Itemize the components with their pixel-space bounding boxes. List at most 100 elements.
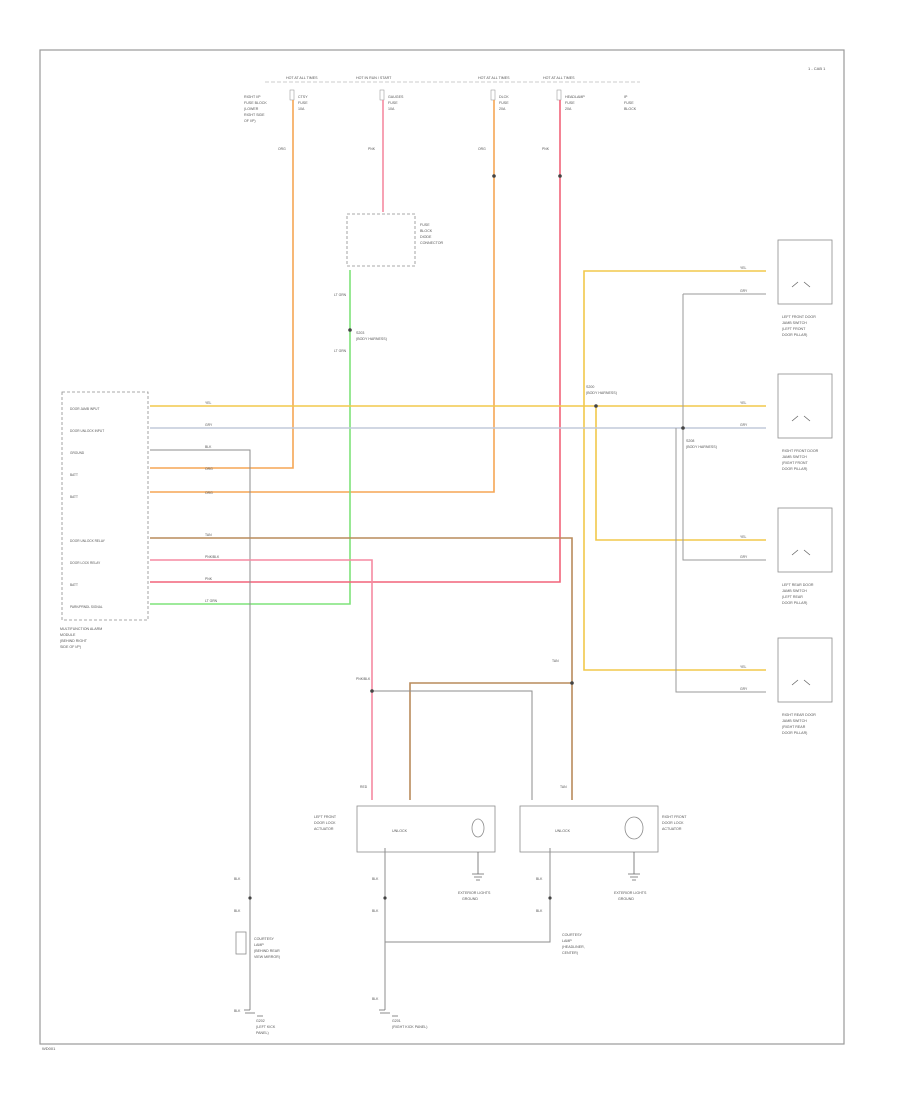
- wire-label: BLK: [536, 909, 543, 913]
- svg-text:MODULE: MODULE: [60, 633, 76, 637]
- exterior-lights-ground-left: EXTERIOR LIGHTS GROUND: [458, 852, 491, 901]
- wires: [150, 100, 766, 1010]
- svg-text:GROUND: GROUND: [618, 897, 634, 901]
- svg-text:G202: G202: [256, 1019, 265, 1023]
- svg-text:MULTIFUNCTION ALARM: MULTIFUNCTION ALARM: [60, 627, 102, 631]
- wire-label: YEL: [740, 266, 747, 270]
- wire-green-park: [150, 270, 351, 605]
- svg-text:S208: S208: [686, 439, 694, 443]
- wire-orange-ctsy: [150, 100, 294, 469]
- fuse-gauges: GAUGES FUSE 10A: [379, 89, 404, 111]
- fuse-left-note-2: FUSE BLOCK: [244, 101, 267, 105]
- wire-brown-cross: [409, 682, 572, 800]
- svg-text:(RIGHT KICK PANEL): (RIGHT KICK PANEL): [392, 1025, 427, 1029]
- wire-label: ORG: [278, 147, 286, 151]
- svg-text:EXTERIOR LIGHTS: EXTERIOR LIGHTS: [458, 891, 491, 895]
- wire-red-lock: [150, 559, 373, 800]
- wire-label: YEL: [740, 401, 747, 405]
- wire-actuator-ground: [384, 848, 551, 1010]
- wire-yellow-branch-mid: [595, 406, 766, 541]
- svg-text:COURTESY: COURTESY: [562, 933, 583, 937]
- fuse-ctsy: CTSY FUSE 10A: [289, 89, 308, 111]
- fuse-block: HOT AT ALL TIMES HOT IN RUN / START HOT …: [244, 76, 640, 123]
- wire-label: GRY: [740, 423, 748, 427]
- door-jamb-switch-lf: LEFT FRONT DOOR JAMB SWITCH (LEFT FRONT …: [777, 239, 833, 337]
- wire-label: PNK: [368, 147, 376, 151]
- fuse-block-diode: FUSE BLOCK DIODE CONNECTOR: [346, 213, 443, 267]
- fuse-title-1: HOT AT ALL TIMES: [286, 76, 318, 80]
- fuse-left-note-1: RIGHT I/P: [244, 95, 261, 99]
- svg-text:20A: 20A: [565, 107, 572, 111]
- svg-text:JAMB SWITCH: JAMB SWITCH: [782, 455, 807, 459]
- wire-label: ORG: [205, 491, 213, 495]
- svg-text:(LEFT KICK: (LEFT KICK: [256, 1025, 276, 1029]
- wire-yellow-branch-top: [583, 270, 766, 406]
- svg-text:GAUGES: GAUGES: [388, 95, 404, 99]
- module-pin-label: DOOR UNLOCK INPUT: [70, 429, 104, 433]
- wire-label: LT GRN: [334, 349, 347, 353]
- ground-g202: G202 (LEFT KICK PANEL): [244, 1009, 276, 1035]
- wire-label: PNK: [542, 147, 550, 151]
- svg-text:(LEFT REAR: (LEFT REAR: [782, 595, 803, 599]
- svg-text:DIODE: DIODE: [420, 235, 432, 239]
- courtesy-lamp-mirror: COURTESY LAMP (BEHIND REAR VIEW MIRROR): [235, 931, 280, 959]
- svg-text:S200: S200: [586, 385, 594, 389]
- wire-label: TAN: [205, 533, 212, 537]
- module-pin-label: DOOR LOCK RELAY: [70, 561, 101, 565]
- wire-label: LT GRN: [205, 599, 218, 603]
- wire-ground-module: [150, 449, 251, 1010]
- wire-label: GRY: [205, 423, 213, 427]
- fuse-title-4: HOT AT ALL TIMES: [543, 76, 575, 80]
- wire-pink-headlamp: [150, 100, 561, 583]
- svg-text:(HEADLINER,: (HEADLINER,: [562, 945, 585, 949]
- module-pin-label: PARK/PRNDL SIGNAL: [70, 605, 103, 609]
- wire-red-cross: [372, 690, 533, 800]
- svg-text:HEADLAMP: HEADLAMP: [565, 95, 585, 99]
- svg-text:FUSE: FUSE: [420, 223, 430, 227]
- wire-label: PNK: [205, 577, 213, 581]
- wire-label: YEL: [740, 535, 747, 539]
- svg-text:SIDE OF I/P): SIDE OF I/P): [60, 645, 81, 649]
- svg-text:10A: 10A: [298, 107, 305, 111]
- wire-label: BLK: [372, 909, 379, 913]
- svg-text:CENTER): CENTER): [562, 951, 578, 955]
- svg-text:LAMP: LAMP: [562, 939, 572, 943]
- wire-label: GRY: [740, 555, 748, 559]
- module-pin-label: BATT: [70, 583, 78, 587]
- svg-text:DOOR PILLAR): DOOR PILLAR): [782, 731, 807, 735]
- svg-text:VIEW MIRROR): VIEW MIRROR): [254, 955, 280, 959]
- svg-text:G201: G201: [392, 1019, 401, 1023]
- svg-text:ACTUATOR: ACTUATOR: [314, 827, 334, 831]
- svg-text:CONNECTOR: CONNECTOR: [420, 241, 443, 245]
- wire-label: ORG: [478, 147, 486, 151]
- splice-s203: S203 (BODY HARNESS): [348, 328, 387, 341]
- svg-text:DOOR PILLAR): DOOR PILLAR): [782, 601, 807, 605]
- fuse-title-2: HOT IN RUN / START: [356, 76, 392, 80]
- wire-orange-dlck: [150, 100, 495, 493]
- wire-label: BLK: [536, 877, 543, 881]
- wire-labels: YEL GRY BLK ORG ORG TAN PNK/BLK PNK LT G…: [205, 147, 748, 1013]
- wire-gray-right-bus: [675, 293, 766, 693]
- door-jamb-switch-lr: LEFT REAR DOOR JAMB SWITCH (LEFT REAR DO…: [777, 507, 833, 605]
- svg-text:JAMB SWITCH: JAMB SWITCH: [782, 589, 807, 593]
- door-jamb-switch-rr: RIGHT REAR DOOR JAMB SWITCH (RIGHT REAR …: [777, 637, 833, 735]
- wire-label: BLK: [234, 909, 241, 913]
- svg-text:RIGHT FRONT DOOR: RIGHT FRONT DOOR: [782, 449, 819, 453]
- svg-text:UNLOCK: UNLOCK: [555, 829, 571, 833]
- svg-text:FUSE: FUSE: [565, 101, 575, 105]
- door-lock-actuator-left: UNLOCK LEFT FRONT DOOR LOCK ACTUATOR: [314, 805, 496, 853]
- svg-text:LEFT REAR DOOR: LEFT REAR DOOR: [782, 583, 814, 587]
- wire-label: LT GRN: [334, 293, 347, 297]
- svg-text:EXTERIOR LIGHTS: EXTERIOR LIGHTS: [614, 891, 647, 895]
- exterior-lights-ground-right: EXTERIOR LIGHTS GROUND: [614, 852, 647, 901]
- splice-s200: S200 (BODY HARNESS): [586, 385, 617, 408]
- svg-text:DOOR LOCK: DOOR LOCK: [662, 821, 684, 825]
- multifunction-alarm-module: DOOR JAMB INPUT DOOR UNLOCK INPUT GROUND…: [60, 391, 149, 649]
- svg-text:RIGHT FRONT: RIGHT FRONT: [662, 815, 687, 819]
- svg-text:FUSE: FUSE: [298, 101, 308, 105]
- svg-text:(RIGHT FRONT: (RIGHT FRONT: [782, 461, 808, 465]
- svg-text:GROUND: GROUND: [462, 897, 478, 901]
- wire-label: GRY: [740, 687, 748, 691]
